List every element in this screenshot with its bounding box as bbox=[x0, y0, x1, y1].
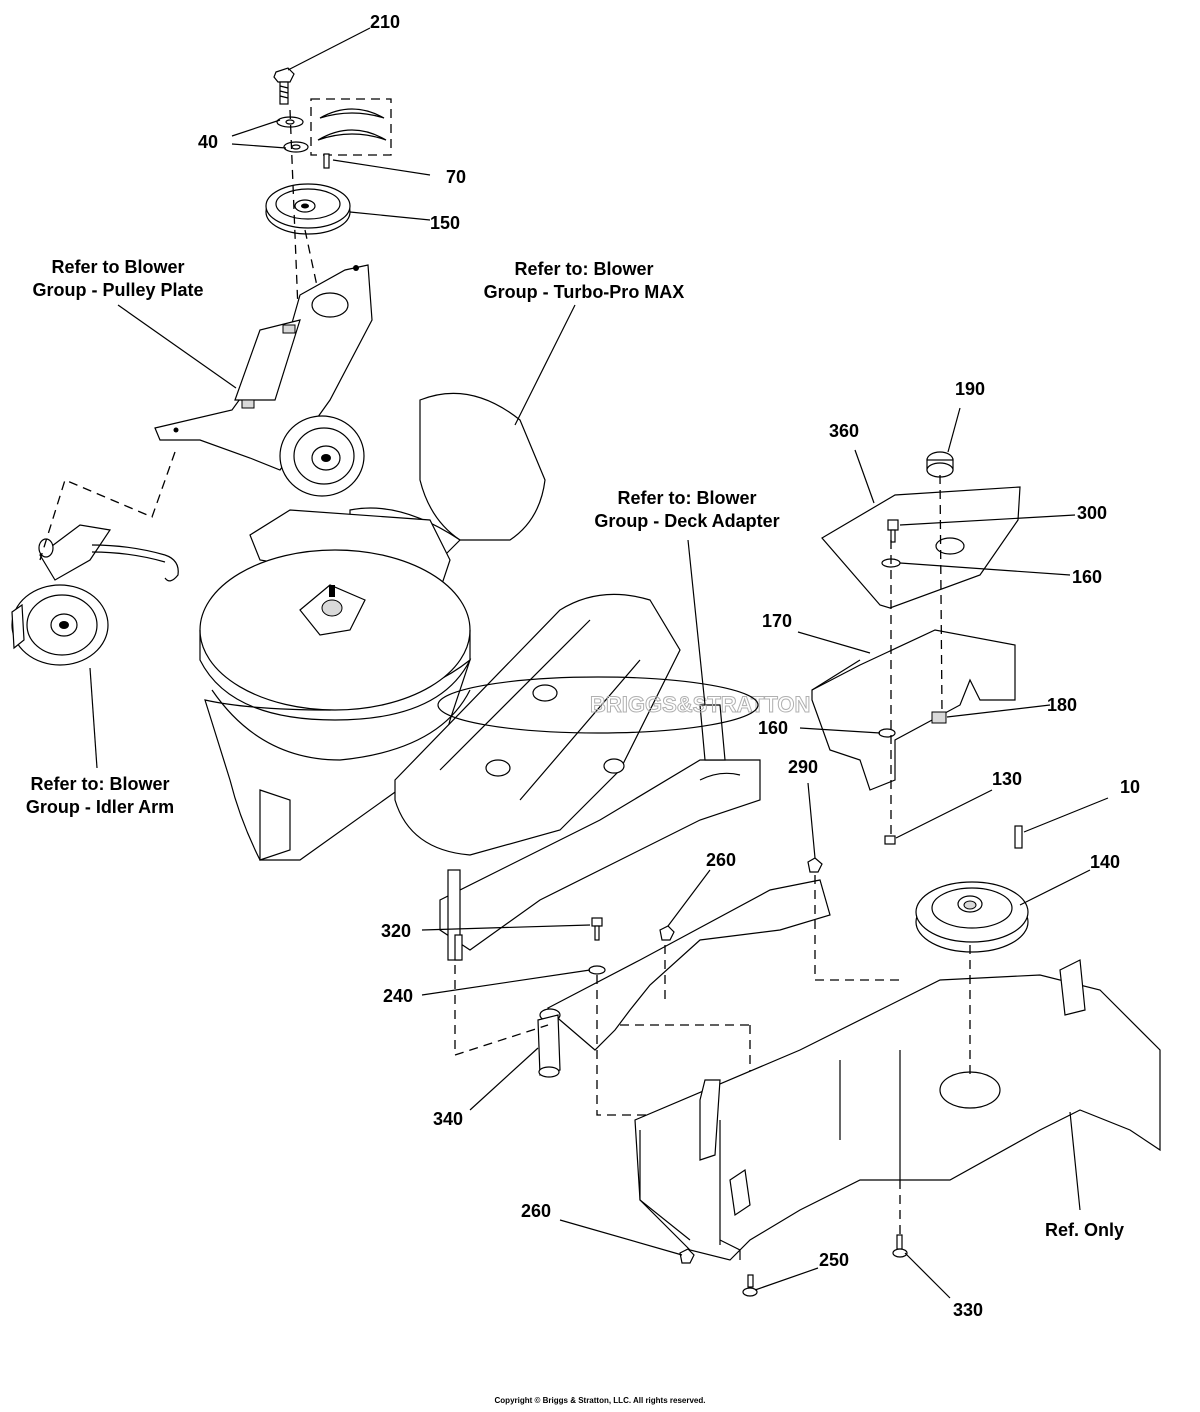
callout-190: 190 bbox=[955, 379, 986, 399]
deck-adapter: BRIGGS&STRATTON bbox=[394, 593, 811, 961]
ref-idler-arm: Refer to: Blower Group - Idler Arm bbox=[10, 773, 190, 819]
nut-260-top bbox=[659, 925, 675, 941]
callout-360: 360 bbox=[829, 421, 860, 441]
pulley-plate bbox=[154, 264, 373, 471]
callout-210: 210 bbox=[370, 12, 401, 32]
ref-pulley-plate: Refer to Blower Group - Pulley Plate bbox=[18, 256, 218, 302]
ref-turbo-pro-line2: Group - Turbo-Pro MAX bbox=[483, 282, 685, 302]
knob-190 bbox=[926, 451, 954, 478]
ref-pulley-plate-line2: Group - Pulley Plate bbox=[32, 280, 204, 300]
base-frame bbox=[634, 959, 1161, 1261]
pulley-150 bbox=[265, 183, 351, 235]
callout-250: 250 bbox=[819, 1250, 850, 1270]
key-10 bbox=[1014, 825, 1023, 849]
nut-260-bottom bbox=[679, 1248, 695, 1264]
washer-160-lower bbox=[878, 728, 896, 738]
callout-170: 170 bbox=[762, 611, 793, 631]
idler-arm bbox=[11, 524, 179, 666]
callout-180: 180 bbox=[1047, 695, 1078, 715]
callout-70: 70 bbox=[446, 167, 467, 187]
callout-340: 340 bbox=[433, 1109, 464, 1129]
callout-160-top: 160 bbox=[1072, 567, 1103, 587]
ref-deck-adapter-line1: Refer to: Blower bbox=[617, 488, 757, 508]
callout-40: 40 bbox=[198, 132, 219, 152]
ref-deck-adapter: Refer to: Blower Group - Deck Adapter bbox=[580, 487, 794, 533]
ref-turbo-pro-line1: Refer to: Blower bbox=[514, 259, 654, 279]
shield-170 bbox=[811, 629, 1016, 791]
nut-180 bbox=[931, 711, 947, 724]
bolt-210 bbox=[273, 67, 295, 105]
ref-pulley-plate-line1: Refer to Blower bbox=[51, 257, 185, 277]
copyright-notice: Copyright © Briggs & Stratton, LLC. All … bbox=[494, 1396, 706, 1405]
idler-pulley-center bbox=[279, 415, 365, 497]
callout-320: 320 bbox=[381, 921, 412, 941]
washers-40 bbox=[276, 116, 309, 153]
ref-deck-adapter-line2: Group - Deck Adapter bbox=[594, 511, 780, 531]
callout-130: 130 bbox=[992, 769, 1023, 789]
bolt-320 bbox=[591, 917, 603, 941]
ref-turbo-pro: Refer to: Blower Group - Turbo-Pro MAX bbox=[468, 258, 700, 304]
ref-only-note: Ref. Only bbox=[1045, 1220, 1125, 1240]
watermark-text: BRIGGS&STRATTON bbox=[590, 692, 810, 717]
nut-130 bbox=[884, 835, 896, 845]
washer-240 bbox=[588, 965, 606, 975]
ref-idler-arm-line2: Group - Idler Arm bbox=[25, 797, 175, 817]
callout-160-lower: 160 bbox=[758, 718, 789, 738]
bushing-340 bbox=[537, 1014, 561, 1078]
ref-idler-arm-line1: Refer to: Blower bbox=[30, 774, 170, 794]
callout-300: 300 bbox=[1077, 503, 1108, 523]
bolt-300 bbox=[887, 519, 899, 543]
callout-290: 290 bbox=[788, 757, 819, 777]
cover-360 bbox=[821, 486, 1021, 609]
nut-290 bbox=[807, 857, 823, 873]
blower-housing bbox=[199, 509, 472, 861]
callout-260-top: 260 bbox=[706, 850, 737, 870]
callout-240: 240 bbox=[383, 986, 414, 1006]
leader-lines bbox=[89, 27, 1109, 1299]
callout-140: 140 bbox=[1090, 852, 1121, 872]
callout-260-bottom: 260 bbox=[521, 1201, 552, 1221]
key-70 bbox=[323, 153, 330, 169]
pulley-140 bbox=[915, 881, 1029, 953]
bolt-250 bbox=[742, 1274, 758, 1297]
callout-150: 150 bbox=[430, 213, 461, 233]
bolt-330 bbox=[892, 1234, 908, 1258]
callout-330: 330 bbox=[953, 1300, 984, 1320]
callout-10: 10 bbox=[1120, 777, 1141, 797]
shim-detail-box bbox=[310, 98, 392, 156]
